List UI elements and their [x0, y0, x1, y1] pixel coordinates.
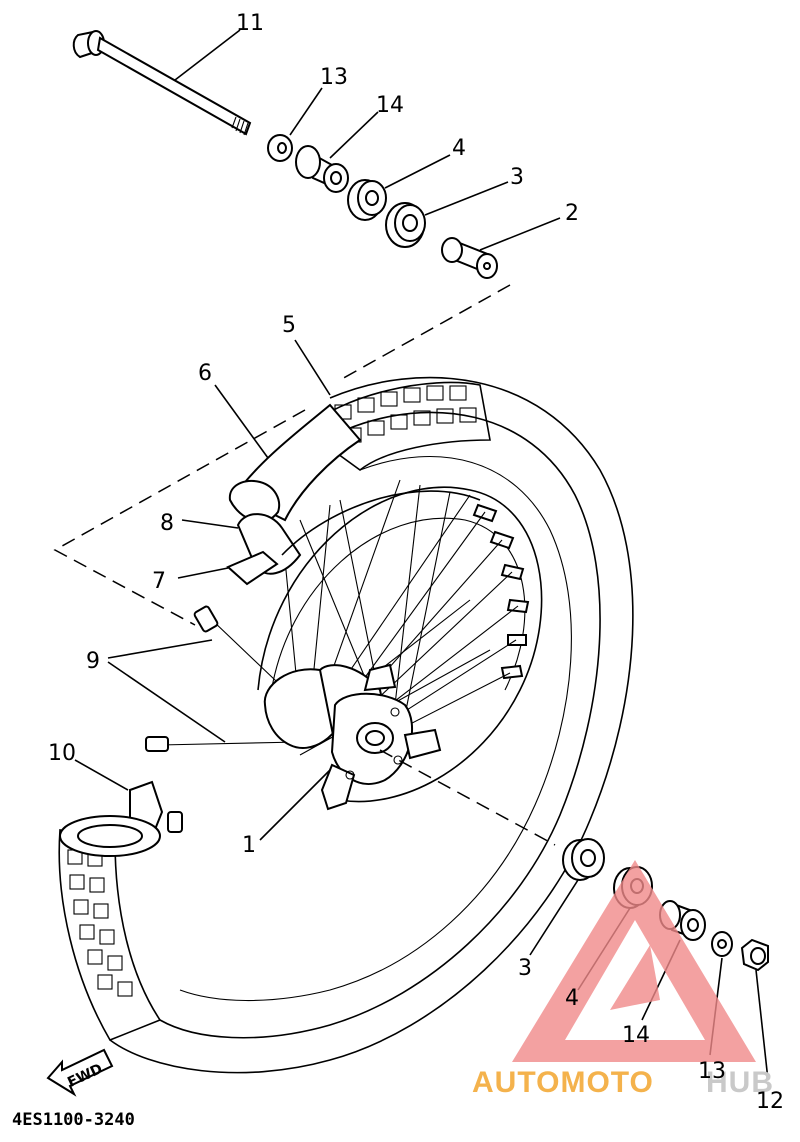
watermark-triangle-icon: [512, 860, 756, 1062]
label-14-bottom: 14: [622, 1023, 650, 1048]
label-13-bottom: 13: [698, 1059, 726, 1084]
part-code: 4ES1100-3240: [12, 1110, 135, 1130]
axle: [72, 30, 252, 136]
label-11: 11: [236, 11, 264, 36]
label-13-top: 13: [320, 65, 348, 90]
label-6: 6: [198, 361, 212, 386]
label-5: 5: [282, 313, 296, 338]
part-labels: 11 13 14 4 3 2 5 6 8 7 9 10 1 3 4 14 13 …: [48, 11, 784, 1114]
label-4-top: 4: [452, 136, 466, 161]
watermark-text-hub: HUB: [706, 1066, 774, 1099]
rim-band-tube: [226, 403, 481, 586]
label-8: 8: [160, 511, 174, 536]
label-9: 9: [86, 649, 100, 674]
label-1: 1: [242, 833, 256, 858]
watermark: AUTOMOTO HUB: [472, 860, 774, 1099]
label-2: 2: [565, 201, 579, 226]
loose-spoke-heads: [145, 605, 219, 752]
label-10: 10: [48, 741, 76, 766]
assembly-lines: [53, 284, 556, 846]
label-12: 12: [756, 1089, 784, 1114]
label-7: 7: [152, 569, 166, 594]
label-3-top: 3: [510, 165, 524, 190]
label-14-top: 14: [376, 93, 404, 118]
watermark-text-automoto: AUTOMOTO: [472, 1066, 654, 1099]
hub: [263, 663, 442, 811]
tire: [58, 376, 634, 1074]
top-parts: [267, 134, 498, 279]
leader-lines: [74, 29, 769, 1081]
fwd-arrow: FWD: [46, 1048, 114, 1097]
rim-lock: [59, 780, 183, 857]
label-3-bottom: 3: [518, 956, 532, 981]
label-4-bottom: 4: [565, 986, 579, 1011]
